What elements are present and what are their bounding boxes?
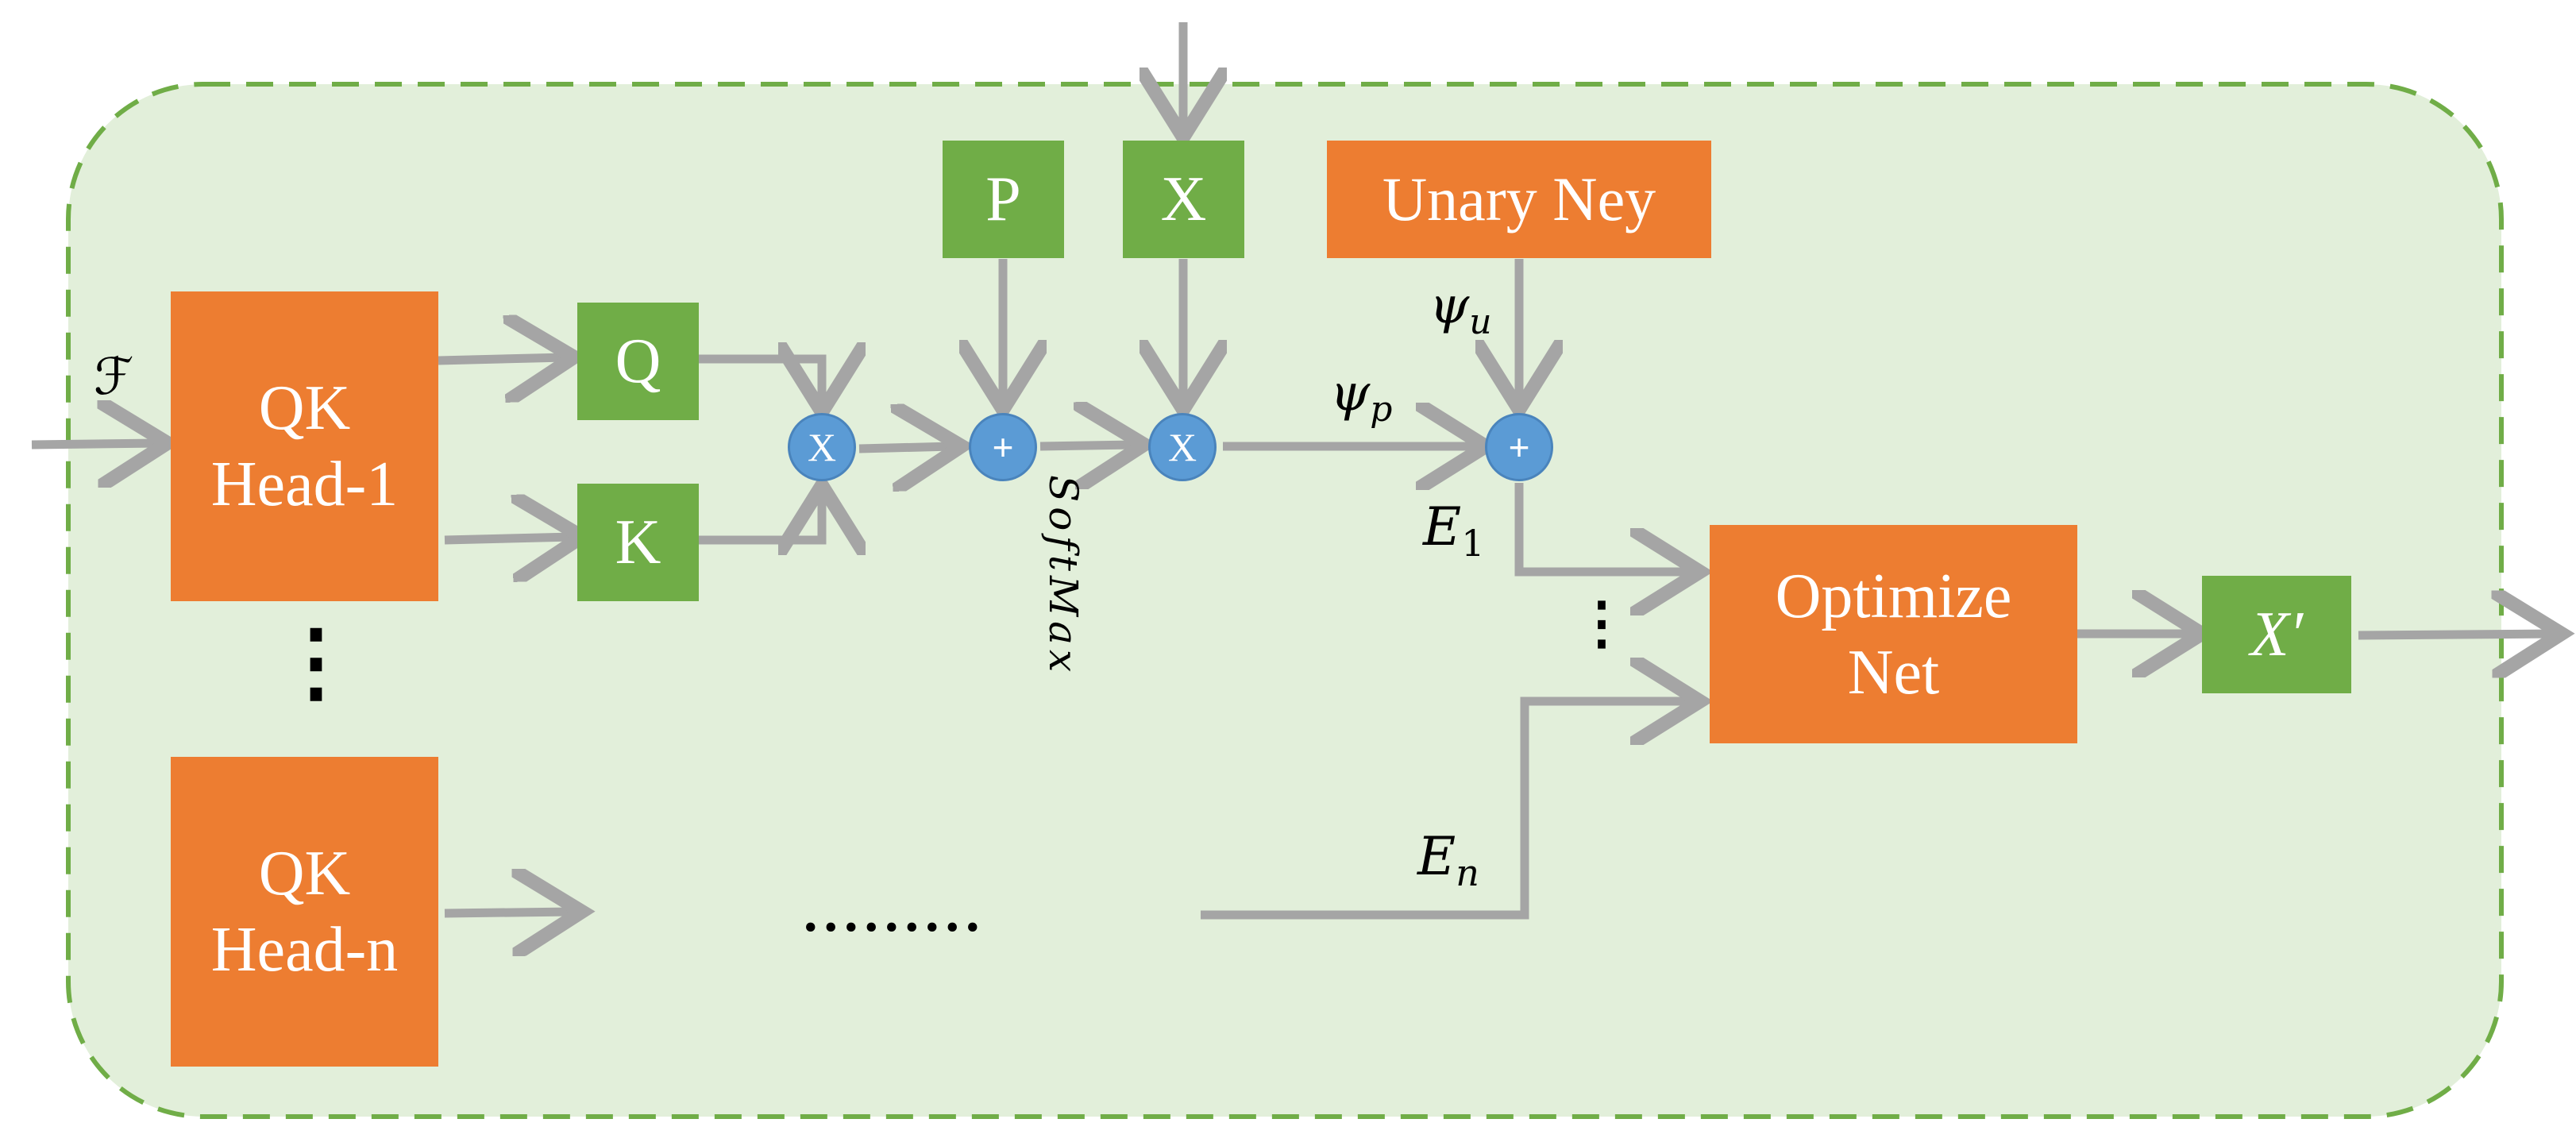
optimize-net-line1: Optimize <box>1775 561 2012 631</box>
x-label: X <box>1160 164 1207 234</box>
add-operator-2-symbol: + <box>1508 426 1530 468</box>
qk-head-1-line2: Head-1 <box>210 450 399 519</box>
arrow-headn <box>444 912 573 913</box>
unary-net-label: Unary Ney <box>1382 164 1656 233</box>
arrow-output <box>2358 634 2553 635</box>
psi-u-label: ψu <box>1429 276 1492 342</box>
qk-head-n-line2: Head-n <box>210 915 399 985</box>
arrow-head1-k <box>444 537 573 540</box>
q-label: Q <box>615 326 661 396</box>
en-label: En <box>1417 826 1479 894</box>
input-feature-label: ℱ <box>94 348 133 407</box>
vertical-ellipsis-heads-symbol: ⋮ <box>272 610 360 712</box>
softmax-label: SoftMax <box>1040 475 1086 677</box>
vertical-ellipsis-heads: ⋮ <box>272 618 360 705</box>
psi-p-label: ψp <box>1330 364 1392 430</box>
arrow-head1-q <box>438 357 565 361</box>
qk-head-1-block: QK Head-1 <box>171 291 438 601</box>
e1-label: E1 <box>1423 496 1484 565</box>
output-label: X′ <box>2250 600 2304 669</box>
unary-net-block: Unary Ney <box>1327 141 1711 258</box>
arrow-e1-optimize <box>1514 483 1691 572</box>
p-label: P <box>985 164 1021 234</box>
x-block: X <box>1123 141 1244 258</box>
input-arrow <box>31 443 159 445</box>
k-label: K <box>615 507 661 577</box>
psi-p-subscript: p <box>1370 388 1393 430</box>
qk-head-1-line1: QK <box>258 373 351 443</box>
softmax-text: SoftMax <box>1040 475 1086 677</box>
multiply-operator-2: X <box>1148 413 1217 481</box>
multiply-operator-2-symbol: X <box>1167 425 1197 469</box>
psi-u-subscript: u <box>1469 301 1492 342</box>
arrow-mul1-add1 <box>858 446 953 449</box>
horizontal-ellipsis-text: ......... <box>804 882 986 943</box>
add-operator-1: + <box>969 413 1037 481</box>
optimize-net-block: Optimize Net <box>1710 525 2077 743</box>
multiply-operator-1: X <box>788 413 856 481</box>
output-block: X′ <box>2202 576 2351 693</box>
en-symbol: E <box>1417 826 1456 887</box>
input-feature-symbol: ℱ <box>94 348 134 407</box>
add-operator-1-symbol: + <box>992 426 1014 468</box>
k-block: K <box>577 484 699 601</box>
e1-symbol: E <box>1423 496 1462 558</box>
vertical-ellipsis-energies-symbol: ⋮ <box>1573 588 1630 656</box>
q-block: Q <box>577 303 699 420</box>
qk-head-n-block: QK Head-n <box>171 757 438 1067</box>
en-subscript: n <box>1456 851 1479 895</box>
qk-head-n-line1: QK <box>258 839 351 909</box>
vertical-ellipsis-energies: ⋮ <box>1573 594 1630 651</box>
multiply-operator-1-symbol: X <box>807 425 837 469</box>
add-operator-2: + <box>1485 413 1553 481</box>
psi-u-symbol: ψ <box>1429 276 1470 335</box>
arrow-k-mul1 <box>699 494 822 540</box>
arrow-add1-mul2 <box>1039 445 1136 446</box>
arrow-en-optimize <box>1201 701 1691 920</box>
p-block: P <box>943 141 1064 258</box>
optimize-net-line2: Net <box>1847 637 1940 708</box>
arrow-q-mul1 <box>699 359 822 403</box>
psi-p-symbol: ψ <box>1330 364 1371 423</box>
e1-subscript: 1 <box>1461 522 1485 565</box>
horizontal-ellipsis: ......... <box>804 882 986 945</box>
